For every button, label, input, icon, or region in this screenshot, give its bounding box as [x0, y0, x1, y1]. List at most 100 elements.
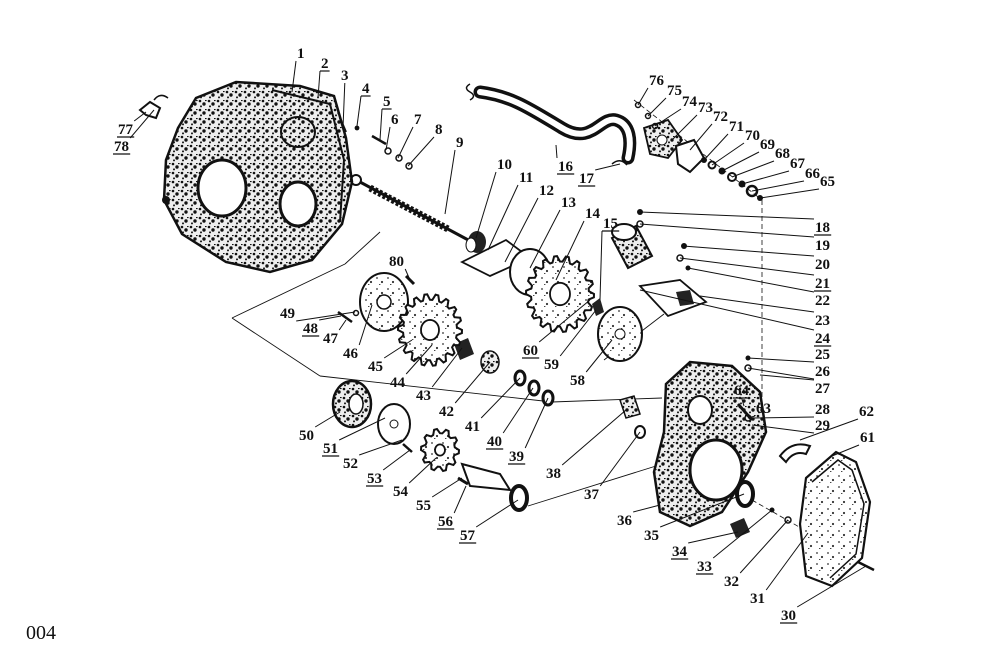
callout-70: 70 [745, 128, 760, 144]
washer-75 [644, 112, 652, 120]
housing-right-bore [278, 180, 318, 228]
callout-54: 54 [393, 484, 409, 500]
block-34 [730, 518, 750, 538]
callout-6: 6 [391, 112, 399, 128]
callout-3: 3 [341, 68, 349, 84]
leader-line-63 [747, 415, 756, 419]
leader-line-65 [759, 188, 820, 199]
callout-5: 5 [383, 94, 391, 110]
leader-line-14 [555, 220, 585, 281]
leader-line-47 [338, 319, 347, 331]
callout-66: 66 [805, 166, 821, 182]
leader-line-45 [383, 339, 413, 359]
callout-47: 47 [323, 331, 339, 347]
sprocket-14-hub [549, 281, 571, 307]
leader-line-27 [759, 374, 815, 381]
cover-clip [778, 443, 812, 464]
leader-line-17 [595, 163, 621, 171]
callout-76: 76 [649, 73, 665, 89]
callout-10: 10 [497, 157, 512, 173]
callout-26: 26 [815, 364, 831, 380]
guide-line [231, 317, 321, 377]
callout-1: 1 [297, 46, 305, 62]
pipe-hook [465, 83, 475, 101]
callout-45: 45 [368, 359, 383, 375]
washer-66 [745, 184, 759, 198]
callout-17: 17 [579, 171, 595, 187]
gasket-hole [656, 134, 668, 146]
bearing-50-bore [348, 393, 364, 415]
callout-62: 62 [859, 404, 874, 420]
leader-line-5 [379, 108, 383, 141]
callout-29: 29 [815, 418, 830, 434]
leader-line-39 [524, 397, 549, 449]
leader-line-56 [453, 485, 467, 514]
callout-25: 25 [815, 347, 830, 363]
callout-9: 9 [456, 135, 464, 151]
mounting-plate-rib [676, 290, 694, 306]
leader-line-23 [699, 295, 815, 313]
callout-34: 34 [672, 544, 688, 560]
callout-13: 13 [561, 195, 576, 211]
housing-left-bore [196, 158, 248, 218]
callout-16: 16 [558, 159, 574, 175]
end-cover-rim [811, 459, 865, 579]
callout-36: 36 [617, 513, 633, 529]
callout-21: 21 [815, 276, 830, 292]
callout-68: 68 [775, 146, 790, 162]
callout-58: 58 [570, 373, 585, 389]
callout-19: 19 [815, 238, 830, 254]
washer-8 [405, 162, 413, 170]
pin-4 [354, 125, 360, 131]
leader-line-78 [129, 109, 155, 139]
callout-28: 28 [815, 402, 830, 418]
callout-72: 72 [713, 109, 728, 125]
sprocket-54-hub [434, 443, 446, 457]
callout-57: 57 [460, 528, 476, 544]
leader-line-4 [356, 95, 362, 127]
callout-31: 31 [750, 591, 765, 607]
guide-line [231, 263, 346, 319]
callout-38: 38 [546, 466, 561, 482]
nut-76 [634, 101, 642, 109]
callout-33: 33 [697, 559, 712, 575]
callout-27: 27 [815, 381, 831, 397]
housing-flange-edge [271, 89, 346, 223]
callout-69: 69 [760, 137, 775, 153]
leader-line-21 [679, 257, 815, 276]
callout-73: 73 [698, 100, 713, 116]
callout-53: 53 [367, 471, 382, 487]
washer-32 [784, 516, 792, 524]
leader-line-50 [314, 411, 341, 428]
leader-line-34 [688, 531, 739, 544]
leader-line-7 [397, 126, 414, 159]
callout-55: 55 [416, 498, 431, 514]
callout-63: 63 [756, 401, 771, 417]
leader-line-24 [639, 289, 815, 331]
washer-63 [744, 414, 752, 422]
mounting-bracket [138, 100, 162, 120]
leader-line-11 [487, 184, 519, 251]
washer-48 [352, 309, 360, 317]
callout-43: 43 [416, 388, 431, 404]
callout-8: 8 [435, 122, 443, 138]
leader-line-8 [407, 136, 435, 167]
leader-line-59 [559, 309, 597, 357]
parts-layer [138, 80, 875, 588]
leader-line-12 [504, 197, 539, 263]
leader-line-32 [739, 519, 789, 574]
leader-lines-layer [113, 60, 867, 624]
leader-line-30 [796, 565, 867, 608]
leader-line-36 [633, 504, 661, 513]
leader-line-53 [382, 449, 411, 471]
disc-46-hub [376, 294, 392, 310]
gears-layer [396, 255, 596, 473]
leader-line-22 [687, 267, 815, 293]
callout-56: 56 [438, 514, 454, 530]
leader-line-3 [342, 82, 346, 129]
callout-32: 32 [724, 574, 739, 590]
callout-2: 2 [321, 56, 329, 72]
side-housing-upper-bore [687, 395, 713, 425]
callout-42: 42 [439, 404, 454, 420]
